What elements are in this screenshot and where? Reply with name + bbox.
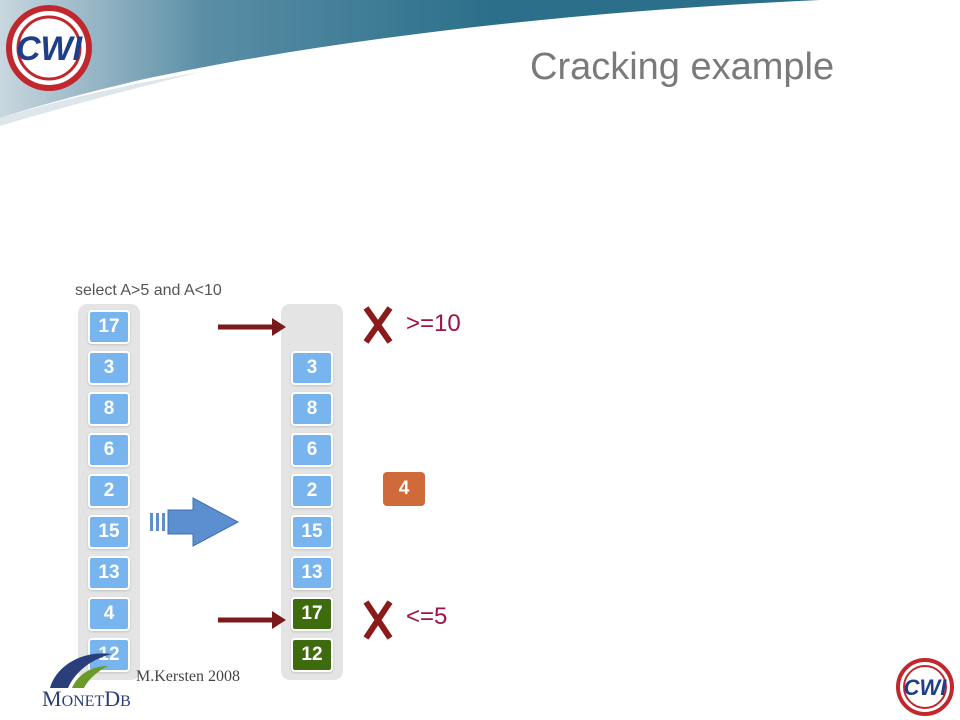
footer-credit: M.Kersten 2008 (136, 668, 240, 685)
pending-value-cell: 4 (383, 472, 425, 506)
cracked-cell: 15 (291, 515, 333, 549)
cwi-logo-top: CWI (6, 5, 92, 91)
monetdb-letter-b: B (120, 693, 131, 710)
cracked-cell: 3 (291, 351, 333, 385)
original-cell: 6 (88, 433, 130, 467)
monetdb-letters-onet: ONET (61, 693, 105, 710)
original-cell: 4 (88, 597, 130, 631)
original-cell: 17 (88, 310, 130, 344)
arrow-upper (218, 318, 286, 336)
cwi-logo-bottom-text: CWI (904, 675, 948, 700)
arrow-lower (218, 611, 286, 629)
cwi-logo-top-text: CWI (16, 30, 84, 68)
cracked-cell: 17 (291, 597, 333, 631)
cracked-cell: 8 (291, 392, 333, 426)
slide-title: Cracking example (530, 46, 835, 88)
monetdb-letter-m: M (42, 686, 62, 711)
original-cell: 13 (88, 556, 130, 590)
cracked-column: 3 8 6 2 15 13 17 12 (281, 304, 343, 680)
query-text: select A>5 and A<10 (75, 282, 222, 299)
original-cell: 2 (88, 474, 130, 508)
original-cell: 8 (88, 392, 130, 426)
header-banner (0, 0, 820, 126)
original-cell: 3 (88, 351, 130, 385)
cracked-cell: 2 (291, 474, 333, 508)
cracked-cell: 12 (291, 638, 333, 672)
cracked-cell: 6 (291, 433, 333, 467)
cwi-logo-bottom: CWI (896, 658, 954, 716)
x-mark-lower-icon (363, 600, 393, 640)
x-mark-upper-icon (363, 306, 393, 344)
lower-bound-label: <=5 (406, 603, 448, 630)
cracked-cell: 13 (291, 556, 333, 590)
monetdb-logo (50, 653, 112, 688)
original-cell: 15 (88, 515, 130, 549)
monetdb-letter-d: D (104, 686, 121, 711)
transform-arrow-icon (150, 497, 240, 547)
upper-bound-label: >=10 (406, 310, 461, 337)
monetdb-wordmark: MONETDB (42, 686, 131, 712)
